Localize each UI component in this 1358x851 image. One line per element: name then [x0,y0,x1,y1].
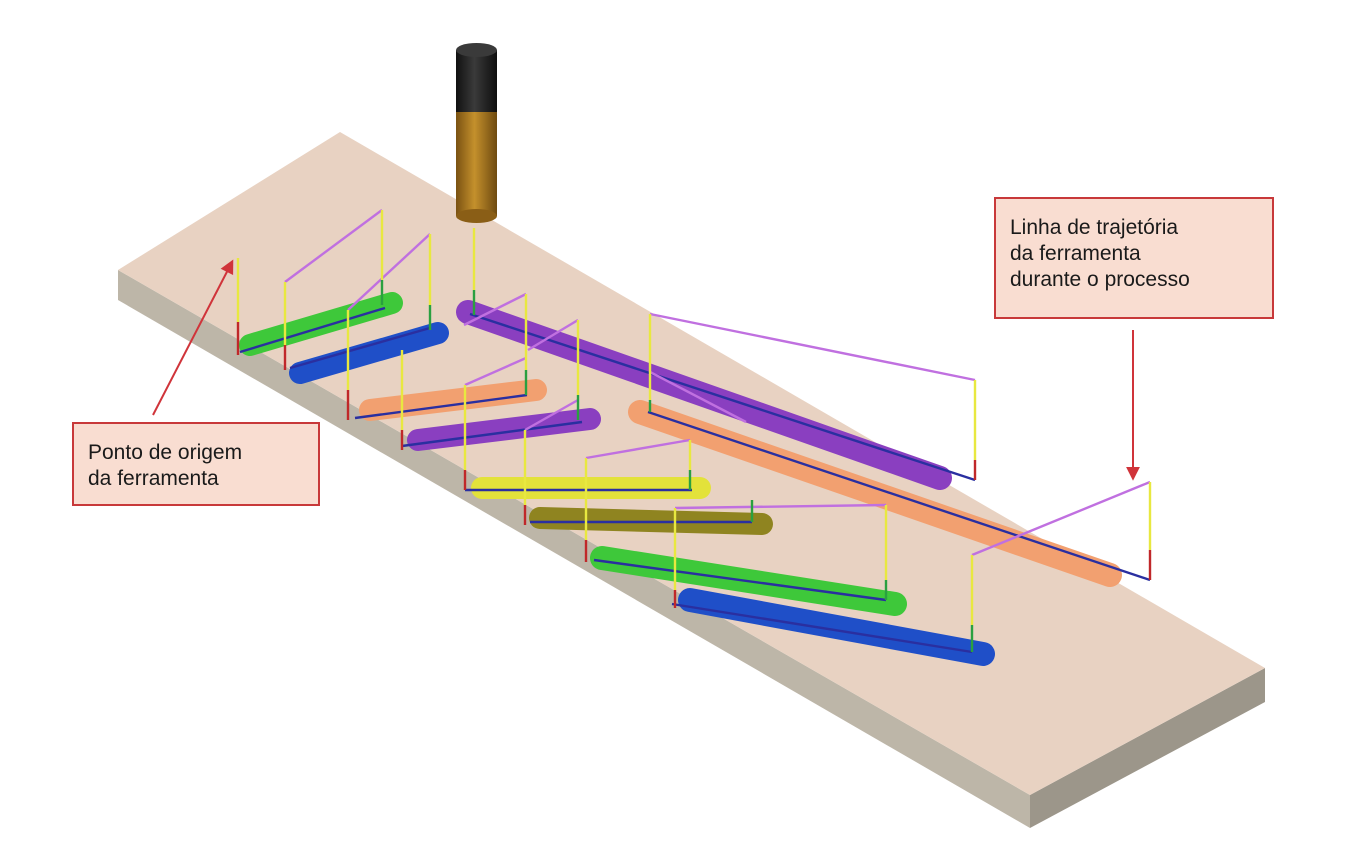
slot-purple-2 [407,408,601,451]
plate-top-face [118,132,1265,795]
callout-origin-line-1: Ponto de origem [88,441,243,464]
callout-path-line-3: durante o processo [1010,268,1190,291]
workpiece-plate [118,132,1265,828]
callout-origin-line-2: da ferramenta [88,467,219,490]
callout-tool-origin: Ponto de origem da ferramenta [72,422,320,506]
toolpath-cut-lines [239,306,1151,654]
callout-toolpath-line: Linha de trajetória da ferramenta durant… [994,197,1274,319]
toolpath-lines [236,209,1152,654]
end-mill-tool-icon [456,43,497,223]
toolpath-plunge-ends-green [380,280,974,652]
plate-front-side [118,270,1030,828]
slot-green-1 [239,292,403,356]
arrow-to-origin [152,259,234,416]
callout-path-line-2: da ferramenta [1010,242,1141,265]
tool-body [456,112,497,216]
tool-tip [456,209,497,223]
callout-arrows [152,259,1140,481]
slot-orange-2 [628,400,1122,587]
plate-right-side [1030,668,1265,828]
toolpath-plunge-lines [236,210,1152,625]
tool-top [456,43,497,57]
toolpath-plunge-ends-red [236,322,1152,608]
toolpath-rapid-lines [284,209,1151,557]
tool-shank [456,50,497,112]
slot-blue-1 [289,322,449,384]
callout-path-line-1: Linha de trajetória [1010,216,1179,239]
slot-orange-1 [359,379,547,421]
